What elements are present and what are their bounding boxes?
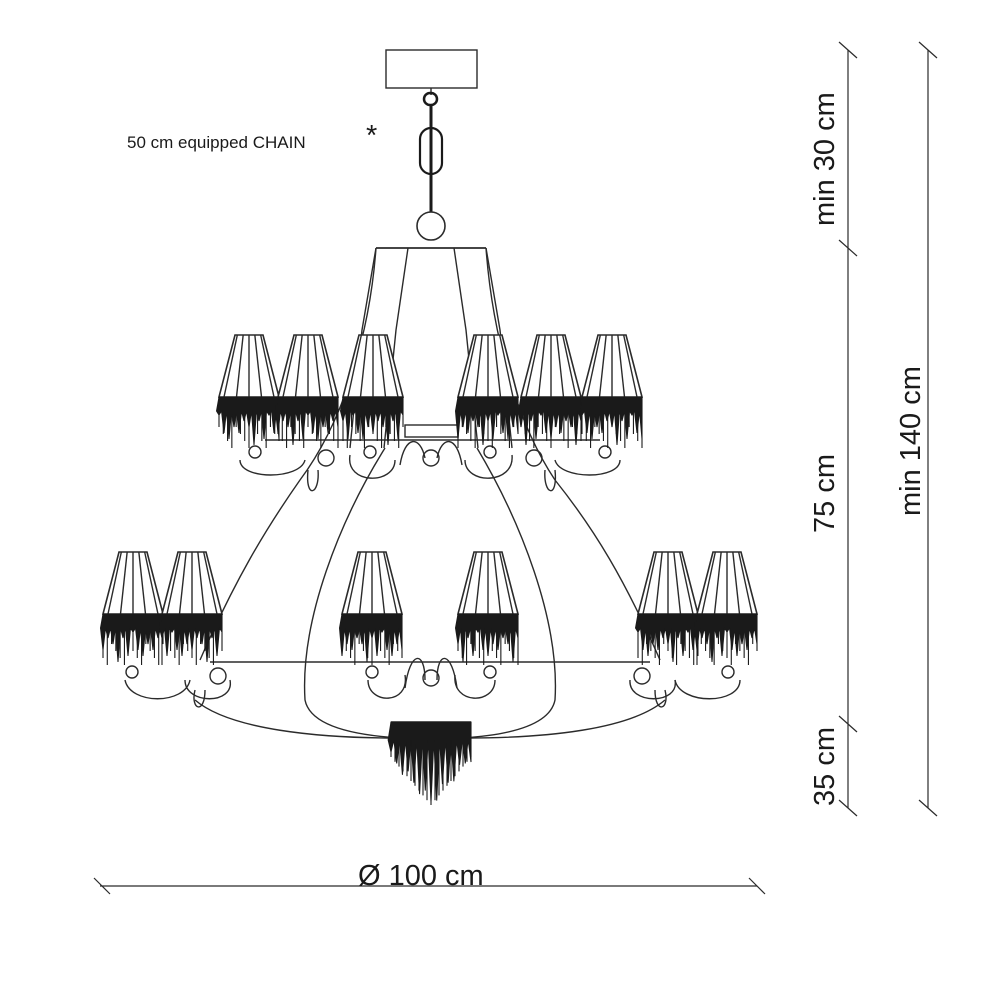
lamp-shade [338,551,404,665]
bottom-fringe-pendant [387,721,472,805]
lamp-shade [517,334,583,448]
lamp-shade [454,551,520,665]
hanging-ring [416,211,446,241]
dimension-top-min: min 30 cm [809,92,841,226]
chandelier-frame [194,247,666,739]
lamp-shades [99,334,759,665]
ceiling-canopy [385,49,478,89]
upper-scroll-arms [239,440,621,492]
lamp-shade [215,334,281,448]
lamp-shade [454,334,520,448]
chain-note-asterisk: * [366,120,377,152]
dimension-bottom: 35 cm [809,727,841,806]
lamp-shade [578,334,644,448]
lamp-shade [693,551,759,665]
lamp-shade [339,334,405,448]
dimension-middle: 75 cm [809,454,841,533]
lamp-shade [274,334,340,448]
dimension-lines [93,41,938,895]
dimension-total: min 140 cm [895,366,927,516]
chain-note: 50 cm equipped CHAIN [127,133,306,152]
chain [418,91,444,212]
lamp-shade [99,551,165,665]
dimension-diameter: Ø 100 cm [358,860,484,892]
lower-scroll-arms [124,657,741,708]
lamp-shade [158,551,224,665]
lamp-shade [634,551,700,665]
